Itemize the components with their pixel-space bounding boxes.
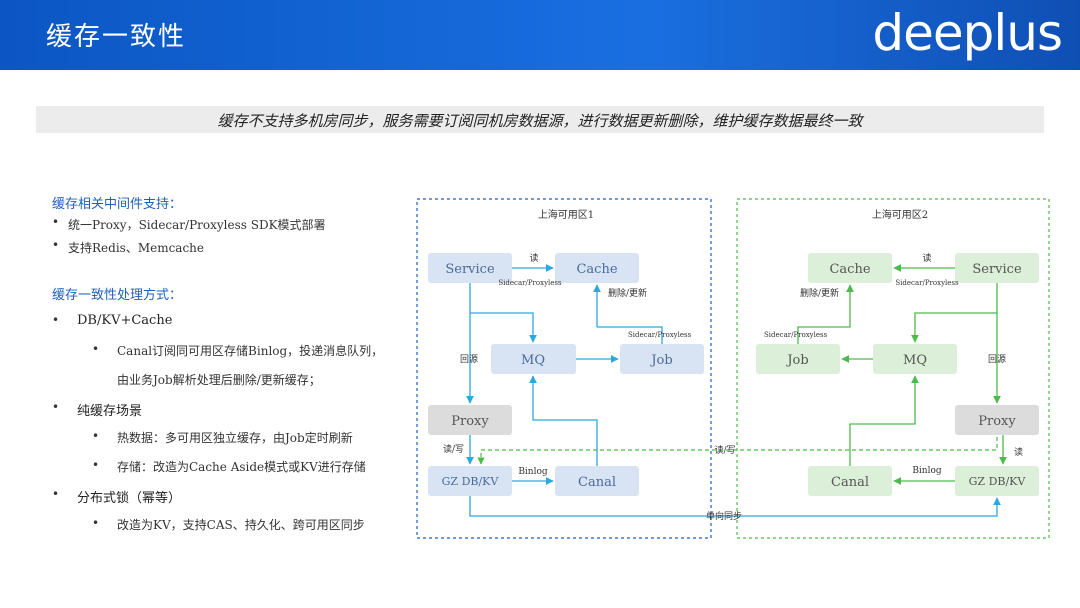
z1-canal-mq-arrow — [529, 375, 598, 466]
summary-text: 缓存不支持多机房同步，服务需要订阅同机房数据源，进行数据更新删除，维护缓存数据最… — [217, 112, 863, 130]
z2-job-box — [756, 344, 840, 374]
z1-db-box — [428, 466, 512, 496]
zone1-label: 上海可用区1 — [538, 208, 594, 221]
bullet-icon: • — [92, 429, 100, 443]
z2-db-label: GZ DB/KV — [969, 475, 1027, 488]
one-way-sync-line — [469, 496, 1001, 517]
middleware-item: 支持Redis、Memcache — [68, 241, 205, 255]
z2-binlog-label: Binlog — [912, 466, 942, 476]
z2-delete-update-label: 删除/更新 — [800, 287, 839, 299]
z1-job-box — [620, 344, 704, 374]
group-item: Canal订阅同可用区存储Binlog，投递消息队列， — [117, 344, 384, 358]
z2-canal-box — [808, 466, 892, 496]
bullet-icon: • — [92, 458, 100, 472]
bullet-icon: • — [52, 487, 60, 501]
bullet-icon: • — [92, 516, 100, 530]
z1-sidecar-label: Sidecar/Proxyless — [498, 279, 562, 287]
bullet-icon: • — [52, 313, 60, 327]
z1-delete-update-label: 删除/更新 — [608, 287, 647, 299]
z1-job-label: Job — [649, 353, 672, 368]
z2-cache-label: Cache — [829, 262, 870, 277]
group-item: 改造为KV，支持CAS、持久化、跨可用区同步 — [117, 518, 365, 532]
z2-read-label: 读 — [922, 252, 931, 264]
z2-service-box — [955, 253, 1039, 283]
bullet-icon: • — [52, 215, 60, 229]
group-item: 存储：改造为Cache Aside模式或KV进行存储 — [117, 460, 366, 474]
bullet-icon: • — [92, 342, 100, 356]
z2-job-cache-path — [797, 284, 854, 344]
group-title-dbkv: DB/KV+Cache — [77, 313, 173, 328]
deeplus-logo: deeplus — [872, 4, 1063, 62]
z1-canal-box — [555, 466, 639, 496]
z2-sidecar-label: Sidecar/Proxyless — [895, 279, 959, 287]
z1-job-sidecar-label: Sidecar/Proxyless — [628, 331, 692, 339]
z1-service-label: Service — [445, 262, 495, 277]
z2-read-label-lower: 读 — [1014, 446, 1023, 458]
z2-fallback-label: 回源 — [988, 354, 1006, 365]
cross-zone-rw-line — [477, 437, 998, 465]
bullet-icon: • — [52, 400, 60, 414]
z2-canal-label: Canal — [831, 475, 869, 490]
summary-banner: 缓存不支持多机房同步，服务需要订阅同机房数据源，进行数据更新删除，维护缓存数据最… — [36, 106, 1044, 133]
section-consistency-title: 缓存一致性处理方式： — [52, 288, 183, 303]
z2-service-mq-arrow — [911, 312, 997, 343]
z1-service-mq-arrow — [470, 312, 537, 343]
z2-proxy-box — [955, 405, 1039, 435]
z1-cache-box — [555, 253, 639, 283]
group-item: 由业务Job解析处理后删除/更新缓存； — [117, 373, 321, 387]
zone2-border — [736, 198, 1050, 539]
z1-job-cache-path — [597, 326, 663, 344]
group-title-lock: 分布式锁（幂等） — [77, 491, 182, 506]
zone2-label: 上海可用区2 — [872, 208, 928, 221]
one-way-sync-label: 单向同步 — [706, 510, 742, 522]
z2-service-label: Service — [972, 262, 1022, 277]
z1-service-box — [428, 253, 512, 283]
cross-rw-label: 读/写 — [714, 444, 735, 456]
bullet-icon: • — [52, 238, 60, 252]
middleware-item: 统一Proxy，Sidecar/Proxyless SDK模式部署 — [68, 218, 326, 232]
z2-canal-mq-arrow — [849, 375, 919, 466]
z1-rw-label: 读/写 — [443, 443, 464, 455]
z2-job-sidecar-label: Sidecar/Proxyless — [764, 331, 828, 339]
z1-canal-label: Canal — [578, 475, 616, 490]
z2-cache-box — [808, 253, 892, 283]
z1-binlog-label: Binlog — [518, 467, 548, 477]
z2-proxy-label: Proxy — [978, 414, 1016, 429]
z2-job-label: Job — [785, 353, 808, 368]
section-middleware-title: 缓存相关中间件支持： — [52, 197, 183, 212]
zone1-border — [416, 198, 712, 539]
group-item: 热数据：多可用区独立缓存，由Job定时刷新 — [117, 431, 353, 445]
z1-proxy-label: Proxy — [451, 414, 489, 429]
page-title: 缓存一致性 — [46, 22, 187, 52]
z2-mq-box — [873, 344, 957, 374]
z1-mq-label: MQ — [521, 353, 545, 368]
z1-proxy-box — [428, 405, 512, 435]
z1-fallback-label: 回源 — [460, 354, 478, 365]
z2-mq-label: MQ — [903, 353, 927, 368]
z2-db-box — [955, 466, 1039, 496]
group-title-cache-only: 纯缓存场景 — [77, 404, 143, 419]
z1-cache-label: Cache — [576, 262, 617, 277]
z1-read-label: 读 — [529, 252, 538, 264]
header-bar: 缓存一致性 deeplus — [0, 0, 1080, 70]
z1-mq-box — [491, 344, 576, 374]
z1-db-label: GZ DB/KV — [442, 475, 500, 488]
